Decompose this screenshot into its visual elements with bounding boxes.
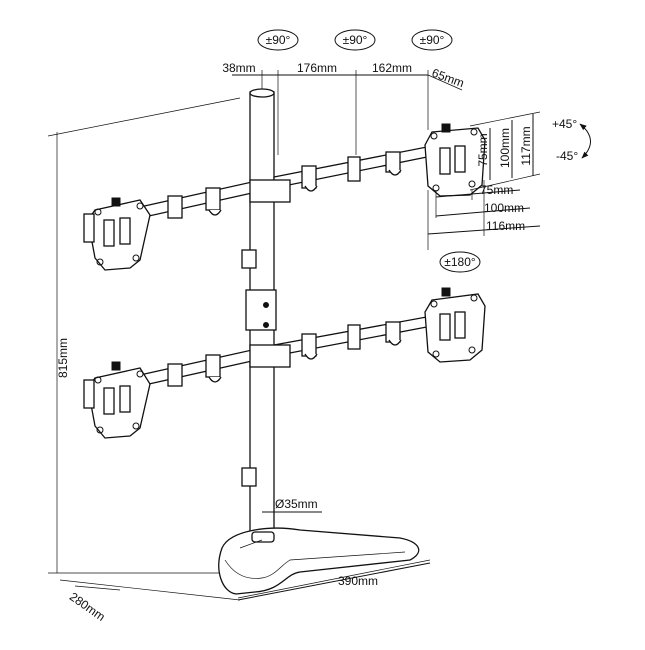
- dim-vesa-h100: 100mm: [498, 128, 512, 168]
- dim-base-depth: 280mm: [67, 590, 108, 624]
- dim-pole-diameter: Ø35mm: [275, 497, 318, 511]
- perspective-outline: [47, 97, 431, 601]
- dim-vesa-w100: 100mm: [484, 201, 524, 215]
- dim-vesa-h117: 117mm: [519, 126, 533, 165]
- lower-arm: [139, 315, 433, 387]
- dim-176mm: 176mm: [297, 61, 337, 75]
- vesa-width-dimensions: 75mm 100mm 116mm: [427, 180, 541, 250]
- rotation-label-left: ±90°: [266, 33, 291, 47]
- rotation-label-middle: ±90°: [343, 33, 368, 47]
- vesa-plate-top-left: [83, 197, 151, 271]
- vesa-plate-bottom-left: [83, 361, 151, 439]
- vesa-plate-bottom-right: [424, 287, 486, 363]
- vesa-plate-top-right: [424, 123, 486, 197]
- rotation-badge-left: ±90°: [257, 29, 299, 51]
- tilt-indicator: +45° -45°: [552, 117, 591, 163]
- tilt-down-label: -45°: [556, 149, 578, 163]
- center-pole: [241, 88, 277, 543]
- pole-diameter-callout: Ø35mm: [249, 497, 322, 518]
- dim-162mm: 162mm: [372, 61, 412, 75]
- stand-base: [218, 527, 420, 595]
- dim-base-width: 390mm: [338, 574, 378, 588]
- dim-vesa-w116: 116mm: [486, 219, 525, 233]
- dim-38mm: 38mm: [222, 61, 255, 75]
- dim-vesa-h75: 75mm: [476, 133, 490, 166]
- rotation-badge-middle: ±90°: [334, 29, 376, 51]
- dim-vesa-w75: 75mm: [480, 183, 513, 197]
- rotation-badge-right: ±90°: [411, 29, 453, 51]
- dim-height-815mm: 815mm: [56, 338, 70, 378]
- tilt-up-label: +45°: [552, 117, 577, 131]
- upper-arm: [139, 145, 433, 219]
- rotation-badge-vesa: ±180°: [439, 251, 481, 273]
- vesa-height-dimensions: 75mm 100mm 117mm: [469, 111, 541, 191]
- rotation-label-right: ±90°: [420, 33, 445, 47]
- rotation-label-vesa: ±180°: [444, 255, 476, 269]
